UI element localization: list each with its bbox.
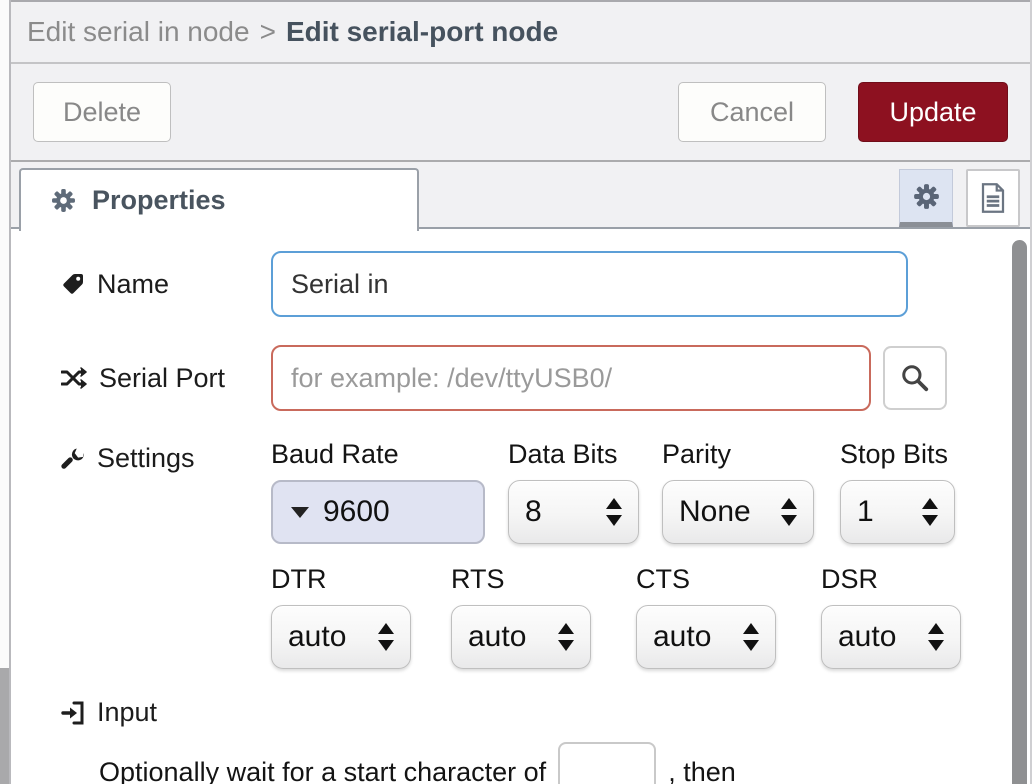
baud-rate-field: Baud Rate 9600 — [271, 439, 485, 544]
gear-icon — [913, 183, 940, 210]
magnifier-icon — [900, 363, 930, 393]
name-row: Name — [61, 251, 1030, 317]
sentence-prefix: Optionally wait for a start character of — [99, 756, 547, 784]
tab-properties[interactable]: Properties — [19, 168, 419, 231]
dsr-field: DSR auto — [821, 564, 961, 669]
parity-field: Parity None — [662, 439, 814, 544]
edit-dialog: Edit serial in node > Edit serial-port n… — [11, 0, 1032, 784]
parity-label: Parity — [662, 439, 732, 469]
spinner-arrows-icon — [558, 623, 574, 651]
shuffle-icon — [61, 366, 87, 390]
settings-grid: Baud Rate 9600 Data Bits 8 — [271, 439, 961, 669]
document-icon — [980, 183, 1006, 213]
dsr-label: DSR — [821, 564, 879, 594]
baud-rate-dropdown[interactable]: 9600 — [271, 480, 485, 544]
data-bits-label: Data Bits — [508, 439, 618, 469]
settings-label: Settings — [61, 439, 271, 474]
data-bits-field: Data Bits 8 — [508, 439, 639, 544]
dialog-header: Edit serial in node > Edit serial-port n… — [11, 0, 1030, 64]
serial-port-input[interactable] — [271, 345, 871, 411]
tag-icon — [61, 272, 85, 296]
tab-properties-label: Properties — [92, 185, 226, 215]
stop-bits-label: Stop Bits — [840, 439, 949, 469]
cts-field: CTS auto — [636, 564, 776, 669]
cancel-button[interactable]: Cancel — [678, 82, 826, 142]
serial-port-label: Serial Port — [61, 363, 271, 394]
properties-form: Name Serial Port — [11, 229, 1030, 784]
serial-port-search-button[interactable] — [883, 346, 947, 410]
left-scrollbar-thumb[interactable] — [0, 668, 9, 784]
caret-down-icon — [291, 506, 309, 518]
tab-bar: Properties — [11, 162, 1030, 231]
tab-tools — [899, 169, 1020, 227]
dtr-field: DTR auto — [271, 564, 411, 669]
start-character-input[interactable] — [558, 742, 657, 784]
spinner-arrows-icon — [928, 623, 944, 651]
delete-button[interactable]: Delete — [33, 82, 171, 142]
settings-row-2: DTR auto RTS auto — [271, 564, 961, 669]
data-bits-select[interactable]: 8 — [508, 480, 639, 544]
serial-port-row: Serial Port — [61, 345, 1030, 411]
baud-rate-label: Baud Rate — [271, 439, 399, 469]
spinner-arrows-icon — [781, 498, 797, 526]
spinner-arrows-icon — [606, 498, 622, 526]
baud-rate-value: 9600 — [323, 495, 390, 528]
spinner-arrows-icon — [378, 623, 394, 651]
sign-in-icon — [61, 701, 85, 725]
node-docs-button[interactable] — [966, 169, 1020, 227]
stop-bits-select[interactable]: 1 — [840, 480, 955, 544]
cts-label: CTS — [636, 564, 690, 594]
node-settings-button[interactable] — [899, 169, 953, 227]
input-section-header: Input — [61, 697, 1030, 728]
cts-select[interactable]: auto — [636, 605, 776, 669]
right-scrollbar-thumb[interactable] — [1012, 240, 1027, 784]
input-section-label: Input — [97, 697, 158, 727]
dsr-select[interactable]: auto — [821, 605, 961, 669]
stop-bits-field: Stop Bits 1 — [840, 439, 955, 544]
breadcrumb-parent: Edit serial in node — [27, 16, 250, 47]
spinner-arrows-icon — [743, 623, 759, 651]
dtr-label: DTR — [271, 564, 327, 594]
rts-select[interactable]: auto — [451, 605, 591, 669]
settings-row: Settings Baud Rate 9600 Data Bits — [61, 439, 1030, 669]
rts-field: RTS auto — [451, 564, 591, 669]
spinner-arrows-icon — [922, 498, 938, 526]
gear-icon — [51, 188, 76, 213]
breadcrumb-separator: > — [259, 16, 276, 47]
name-input[interactable] — [271, 251, 908, 317]
settings-row-1: Baud Rate 9600 Data Bits 8 — [271, 439, 961, 544]
sentence-suffix: , then — [668, 756, 736, 784]
name-label: Name — [61, 269, 271, 300]
dtr-select[interactable]: auto — [271, 605, 411, 669]
dialog-left-edge — [0, 0, 11, 784]
start-character-sentence: Optionally wait for a start character of… — [99, 742, 1030, 784]
parity-select[interactable]: None — [662, 480, 814, 544]
rts-label: RTS — [451, 564, 505, 594]
input-section: Input Optionally wait for a start charac… — [61, 697, 1030, 784]
wrench-icon — [61, 447, 85, 471]
dialog-toolbar: Delete Cancel Update — [11, 64, 1030, 162]
update-button[interactable]: Update — [858, 82, 1008, 142]
breadcrumb-current: Edit serial-port node — [285, 16, 559, 47]
